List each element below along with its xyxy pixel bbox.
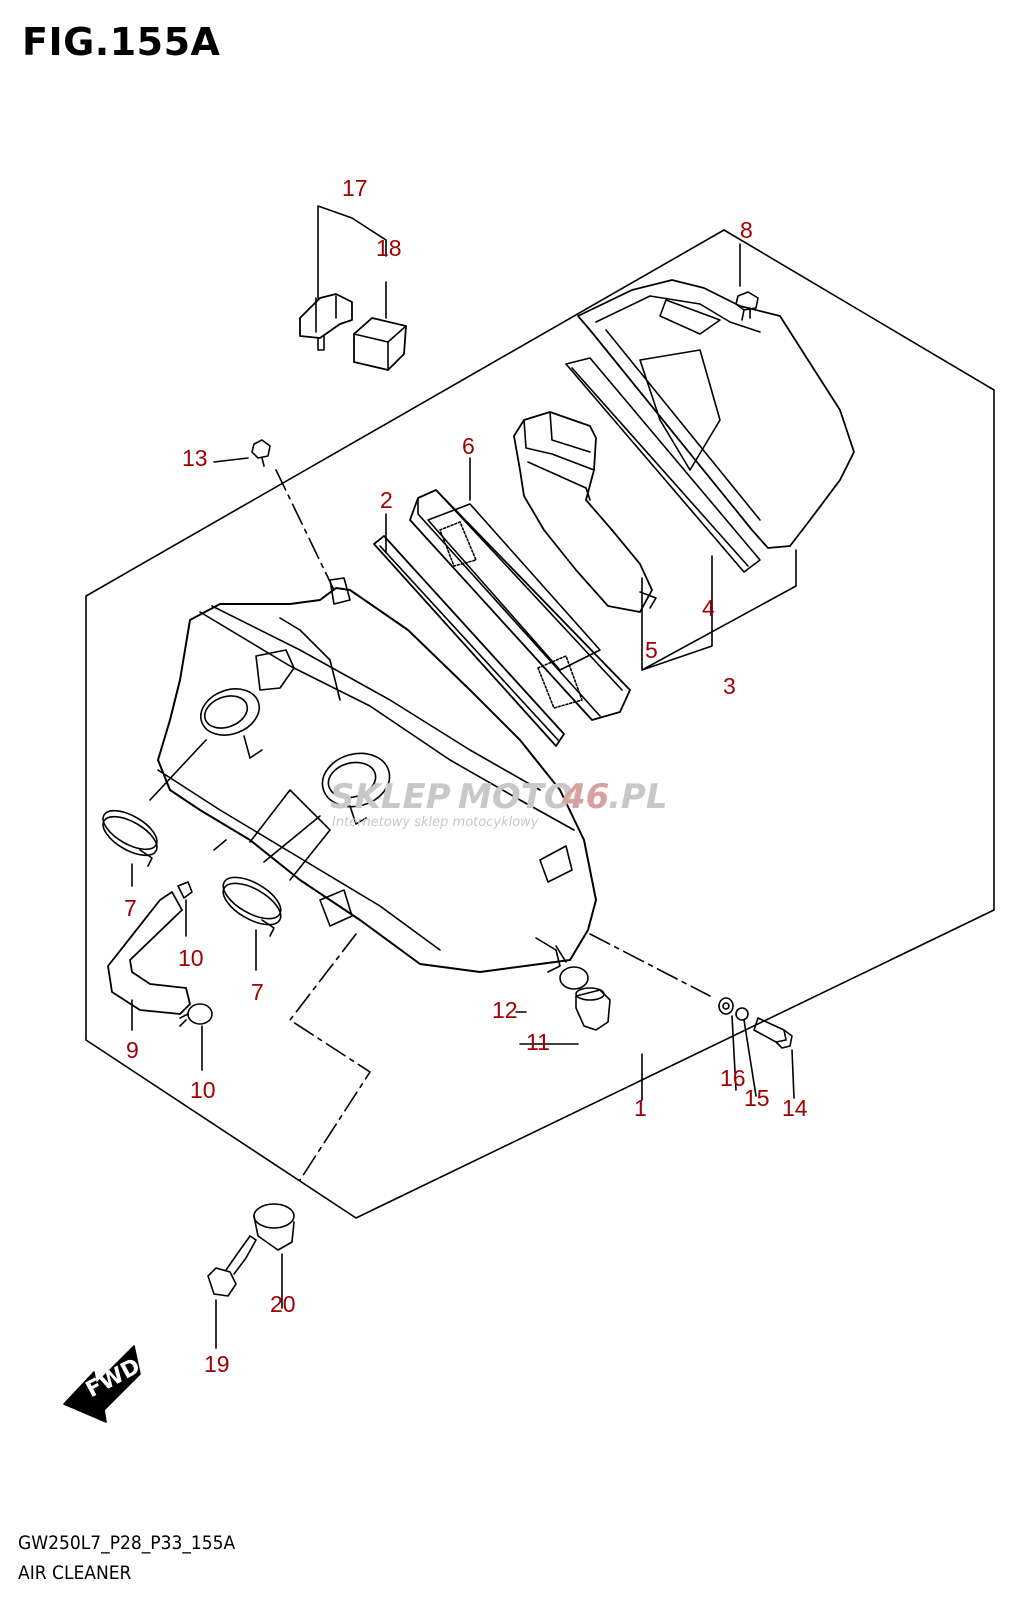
- assembly-outline: [85, 229, 995, 1219]
- part-13-bolt: [251, 439, 271, 467]
- part-6-filter-element: [409, 489, 631, 721]
- part-12-clip: [559, 966, 589, 990]
- model-code: GW250L7_P28_P33_155A: [18, 1532, 236, 1554]
- watermark: SKLEP MOTO 46 .PL Internetowy sklep moto…: [330, 777, 668, 830]
- part-20-grommet: [253, 1203, 295, 1251]
- part-1-main-housing: [157, 577, 597, 973]
- watermark-suffix: .PL: [608, 777, 668, 817]
- callout-6: 6: [462, 433, 475, 459]
- callout-7-left: 7: [124, 895, 137, 921]
- part-9-hose: [107, 891, 191, 1015]
- intake-port-upper: [200, 688, 263, 759]
- callout-11: 11: [526, 1029, 550, 1055]
- part-7-clamp-right: [222, 876, 282, 937]
- section-name: AIR CLEANER: [18, 1562, 132, 1584]
- callouts: 1 2 3 4 5 6 7 7 8 9 10 10 11 12 13 14 15…: [124, 175, 808, 1377]
- leader-clamp-right: [213, 815, 321, 863]
- part-11-drain-plug: [575, 987, 611, 1031]
- callout-17: 17: [342, 175, 368, 201]
- part-15-washer: [735, 1007, 749, 1021]
- callout-16: 16: [720, 1065, 746, 1091]
- callout-14: 14: [782, 1095, 808, 1121]
- callout-1: 1: [634, 1095, 647, 1121]
- fwd-arrow-icon: [63, 1345, 141, 1423]
- watermark-prefix: SKLEP: [330, 777, 451, 817]
- callout-10-lower: 10: [190, 1077, 216, 1103]
- callout-7-right: 7: [251, 979, 264, 1005]
- part-19-sensor-fitting: [207, 1235, 257, 1297]
- part-17-sensor: [299, 293, 353, 351]
- intake-port-lower: [321, 752, 391, 825]
- part-2-gasket: [373, 535, 565, 747]
- callout-15: 15: [744, 1085, 770, 1111]
- callout-12: 12: [492, 997, 518, 1023]
- leader-13-line: [275, 469, 335, 591]
- callout-18: 18: [376, 235, 402, 261]
- leader-17-18: [317, 205, 387, 319]
- figure-title: FIG.155A: [22, 20, 221, 64]
- callout-13: 13: [182, 445, 208, 471]
- watermark-tagline: Internetowy sklep motocyklowy: [332, 815, 539, 830]
- leader-bottom-line: [289, 933, 371, 1181]
- part-5-gasket: [565, 357, 761, 573]
- part-7-clamp-left: [102, 809, 158, 867]
- part-5-duct: [513, 411, 657, 613]
- part-16-washer: [718, 997, 734, 1015]
- leader-drain: [555, 945, 567, 963]
- callout-20: 20: [270, 1291, 296, 1317]
- callout-19: 19: [204, 1351, 230, 1377]
- part-18-block: [353, 317, 407, 371]
- callout-5: 5: [645, 637, 658, 663]
- leader-clamp-left: [149, 739, 207, 801]
- callout-10-upper: 10: [178, 945, 204, 971]
- part-14-bolt: [753, 1017, 793, 1049]
- watermark-middle: MOTO: [458, 777, 573, 817]
- part-4-upper-cover: [577, 279, 855, 549]
- leader-bolt-line: [589, 933, 711, 997]
- callout-4: 4: [702, 595, 715, 621]
- callout-9: 9: [126, 1037, 139, 1063]
- part-10-clip-lower: [179, 1003, 213, 1027]
- callout-3: 3: [723, 673, 736, 699]
- callout-2: 2: [380, 487, 393, 513]
- part-10-clip-upper: [177, 881, 193, 899]
- callout-8: 8: [740, 217, 753, 243]
- watermark-number: 46: [561, 777, 609, 817]
